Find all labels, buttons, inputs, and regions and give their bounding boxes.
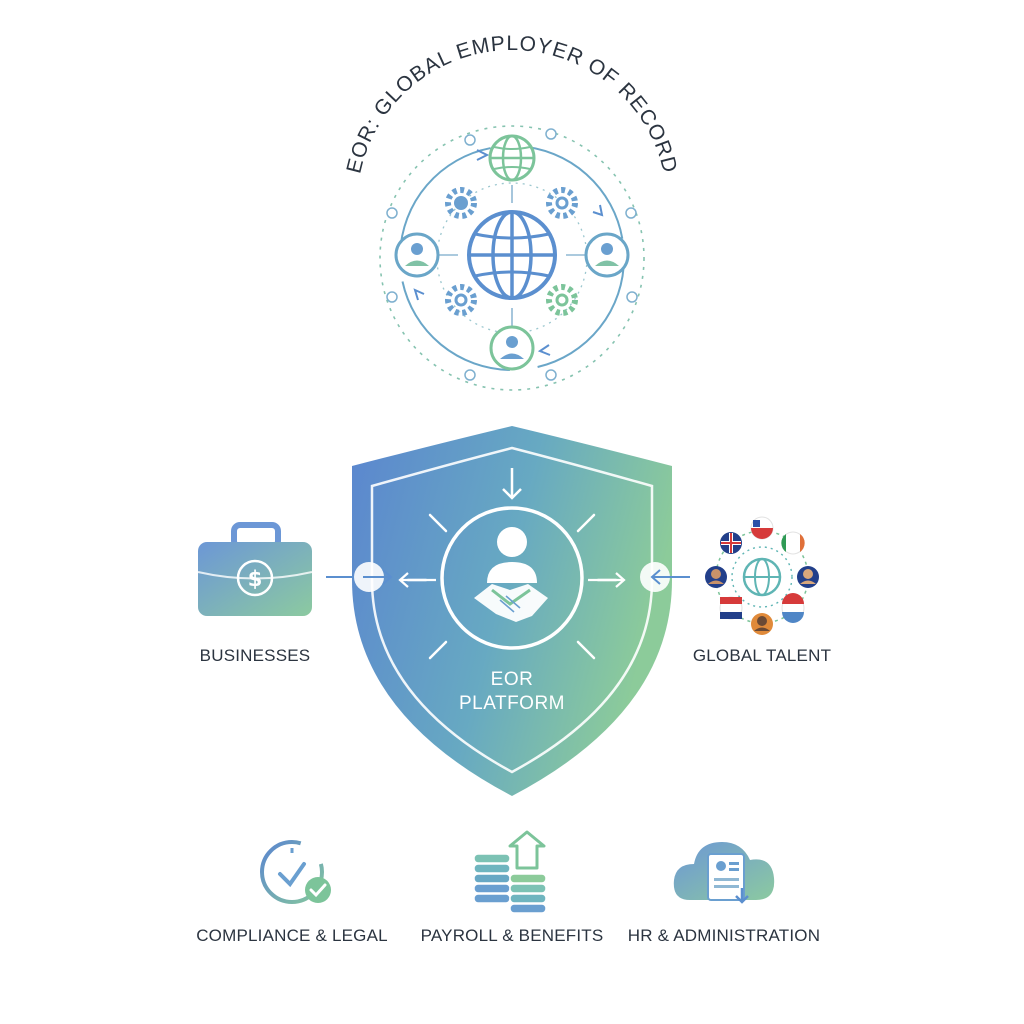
global-talent-cluster: [705, 516, 819, 635]
person-node-left-icon: [394, 232, 440, 278]
dotted-ring: [379, 125, 645, 391]
dollar-sign-icon: $: [248, 567, 263, 591]
flag-uk-icon: [720, 532, 742, 554]
talent-avatar-icon: [751, 613, 773, 635]
talent-avatar-icon: [705, 566, 727, 588]
ring-arrow-icon: [476, 149, 490, 161]
top-network-diagram: EOR: GLOBAL EMPLOYER OF RECORD: [342, 32, 681, 391]
person-node-bottom-icon: [489, 325, 535, 371]
talent-globe-icon: [742, 557, 782, 597]
node-dot: [545, 128, 557, 140]
platform-label-line2: PLATFORM: [458, 693, 566, 714]
coin-stack-icon: [473, 830, 547, 914]
node-dot: [626, 291, 638, 303]
clock-check-icon: [260, 840, 331, 904]
small-globe-icon: [488, 134, 536, 182]
talent-to-platform-arrow: [640, 562, 690, 592]
left-inner-arrow-icon: [398, 572, 436, 588]
compliance-legal-label: COMPLIANCE & LEGAL: [196, 926, 388, 945]
cloud-document-icon: [673, 842, 775, 904]
flag-netherlands-icon: [781, 593, 805, 623]
down-arrow-icon: [502, 468, 522, 500]
ring-arrow-icon: [592, 204, 604, 217]
node-dot: [464, 369, 476, 381]
ring-arrow-icon: [537, 344, 551, 356]
businesses-label: BUSINESSES: [199, 646, 311, 665]
right-inner-arrow-icon: [588, 572, 626, 588]
flag-chile-icon: [750, 516, 774, 540]
central-globe-icon: [467, 210, 557, 300]
node-dot: [386, 291, 398, 303]
node-dot: [625, 207, 637, 219]
person-handshake-icon: [474, 527, 548, 622]
business-to-platform-arrow: [326, 562, 393, 592]
talent-avatar-icon: [797, 566, 819, 588]
ring-arrow-icon: [413, 288, 425, 301]
node-dot: [464, 134, 476, 146]
gear-icon: [445, 187, 477, 219]
gear-icon: [546, 284, 578, 316]
node-dot: [545, 369, 557, 381]
briefcase-dollar-icon: $: [197, 522, 313, 616]
node-dot: [386, 207, 398, 219]
gear-icon: [546, 187, 578, 219]
payroll-benefits-label: PAYROLL & BENEFITS: [420, 926, 604, 945]
hr-administration-label: HR & ADMINISTRATION: [627, 926, 821, 945]
flag-austria-icon: [719, 596, 743, 620]
flag-mexico-icon: [781, 531, 805, 555]
global-talent-label: GLOBAL TALENT: [692, 646, 832, 665]
gear-icon: [445, 284, 477, 316]
person-node-right-icon: [584, 232, 630, 278]
eor-platform-shield: [352, 426, 672, 796]
inner-circle: [440, 506, 584, 650]
platform-label-line1: EOR: [490, 669, 534, 690]
